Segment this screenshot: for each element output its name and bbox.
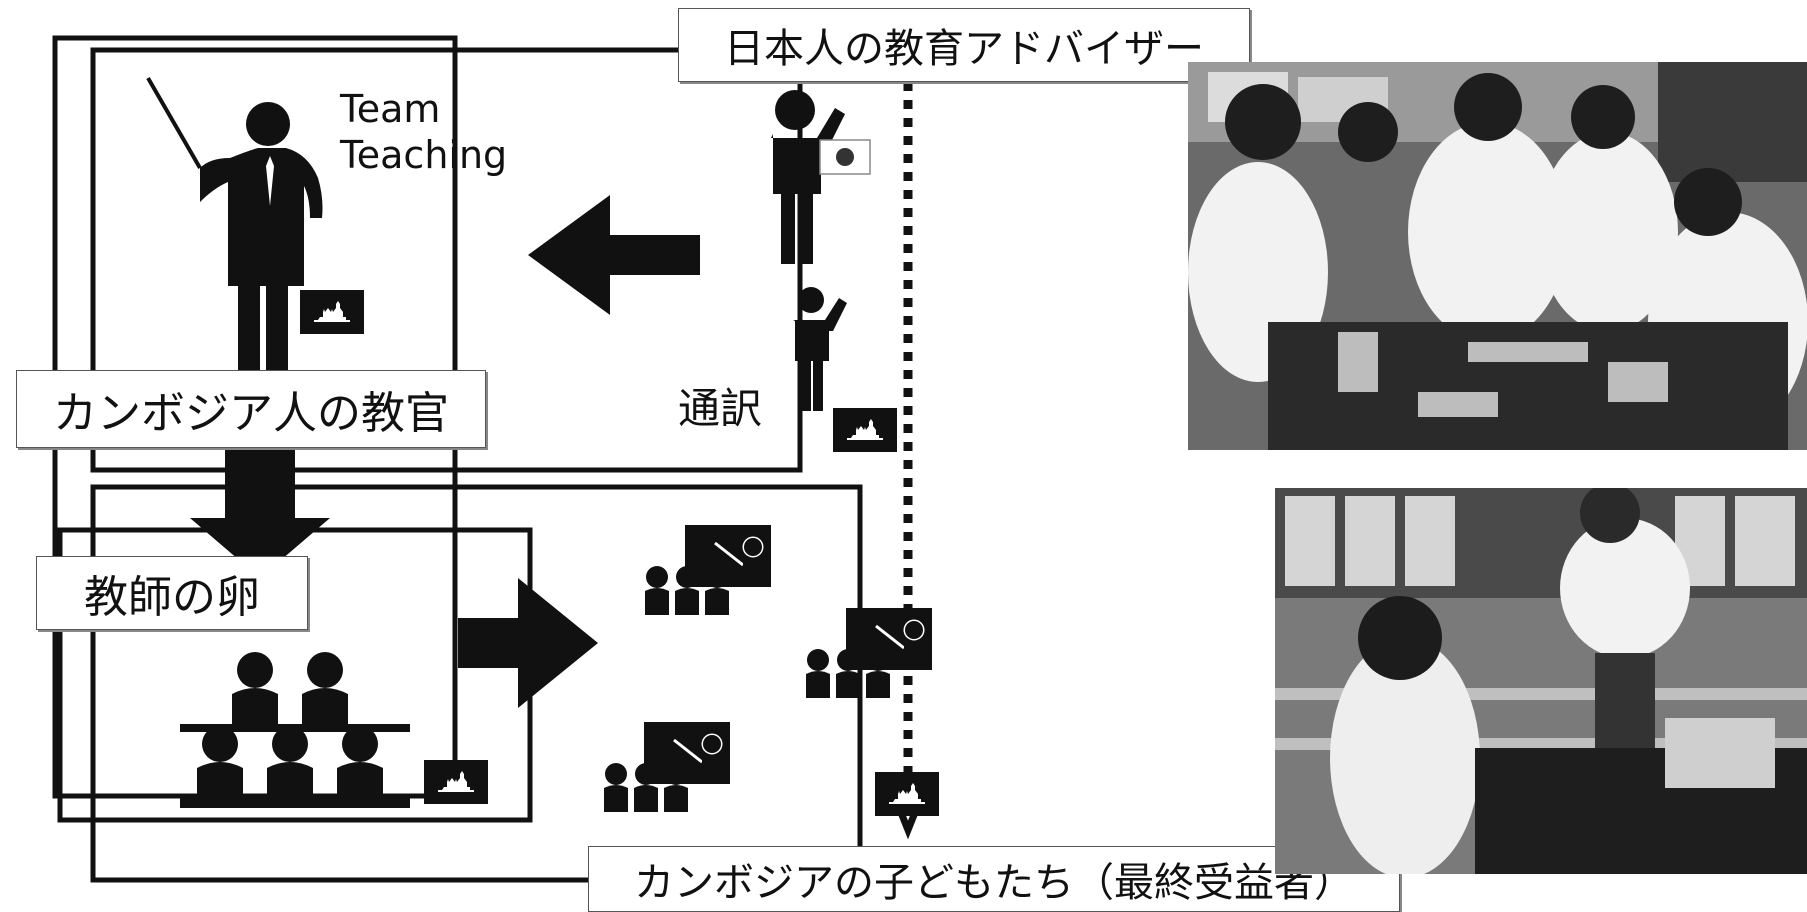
cambodia-flag-icon — [424, 760, 488, 804]
cambodia-flag-icon — [300, 290, 364, 334]
arrow-right-block — [458, 578, 598, 708]
japan-flag-icon — [819, 139, 871, 175]
interpreter-text: 通訳 — [678, 384, 763, 433]
cambodian-instructor-label: カンボジア人の教官 — [16, 370, 486, 448]
advisor-dotted-arrow — [884, 82, 932, 840]
cambodia-flag-icon — [875, 772, 939, 816]
seated-students-group-icon — [180, 652, 410, 808]
japanese-advisor-text: 日本人の教育アドバイザー — [724, 26, 1204, 72]
classroom-teacher-students-icon — [806, 608, 932, 698]
arrow-left-block — [528, 195, 700, 315]
teacher-trainees-label: 教師の卵 — [36, 556, 308, 630]
cambodian-instructor-text: カンボジア人の教官 — [53, 388, 449, 439]
presenter-with-japan-flag-icon — [771, 90, 871, 264]
japanese-advisor-label: 日本人の教育アドバイザー — [678, 8, 1250, 82]
classroom-teacher-students-icon — [604, 722, 730, 812]
team-teaching-line1: Team — [340, 87, 441, 131]
team-teaching-label: Team Teaching — [340, 86, 507, 178]
cambodian-children-text: カンボジアの子どもたち（最終受益者） — [634, 860, 1354, 906]
classroom-practice-photo — [1275, 488, 1807, 874]
cambodia-flag-icon — [833, 408, 897, 452]
classroom-teacher-students-icon — [645, 525, 771, 615]
arrow-down-block — [190, 446, 330, 578]
training-session-photo-art — [1188, 62, 1807, 450]
teacher-with-pointer-icon — [146, 76, 323, 394]
team-teaching-line2: Teaching — [340, 133, 508, 177]
classroom-practice-photo-art — [1275, 488, 1807, 874]
training-session-photo — [1188, 62, 1807, 450]
interpreter-person-icon — [793, 287, 847, 411]
cambodian-children-label: カンボジアの子どもたち（最終受益者） — [588, 846, 1400, 912]
interpreter-label: 通訳 — [678, 375, 762, 436]
teacher-trainees-text: 教師の卵 — [84, 572, 260, 623]
